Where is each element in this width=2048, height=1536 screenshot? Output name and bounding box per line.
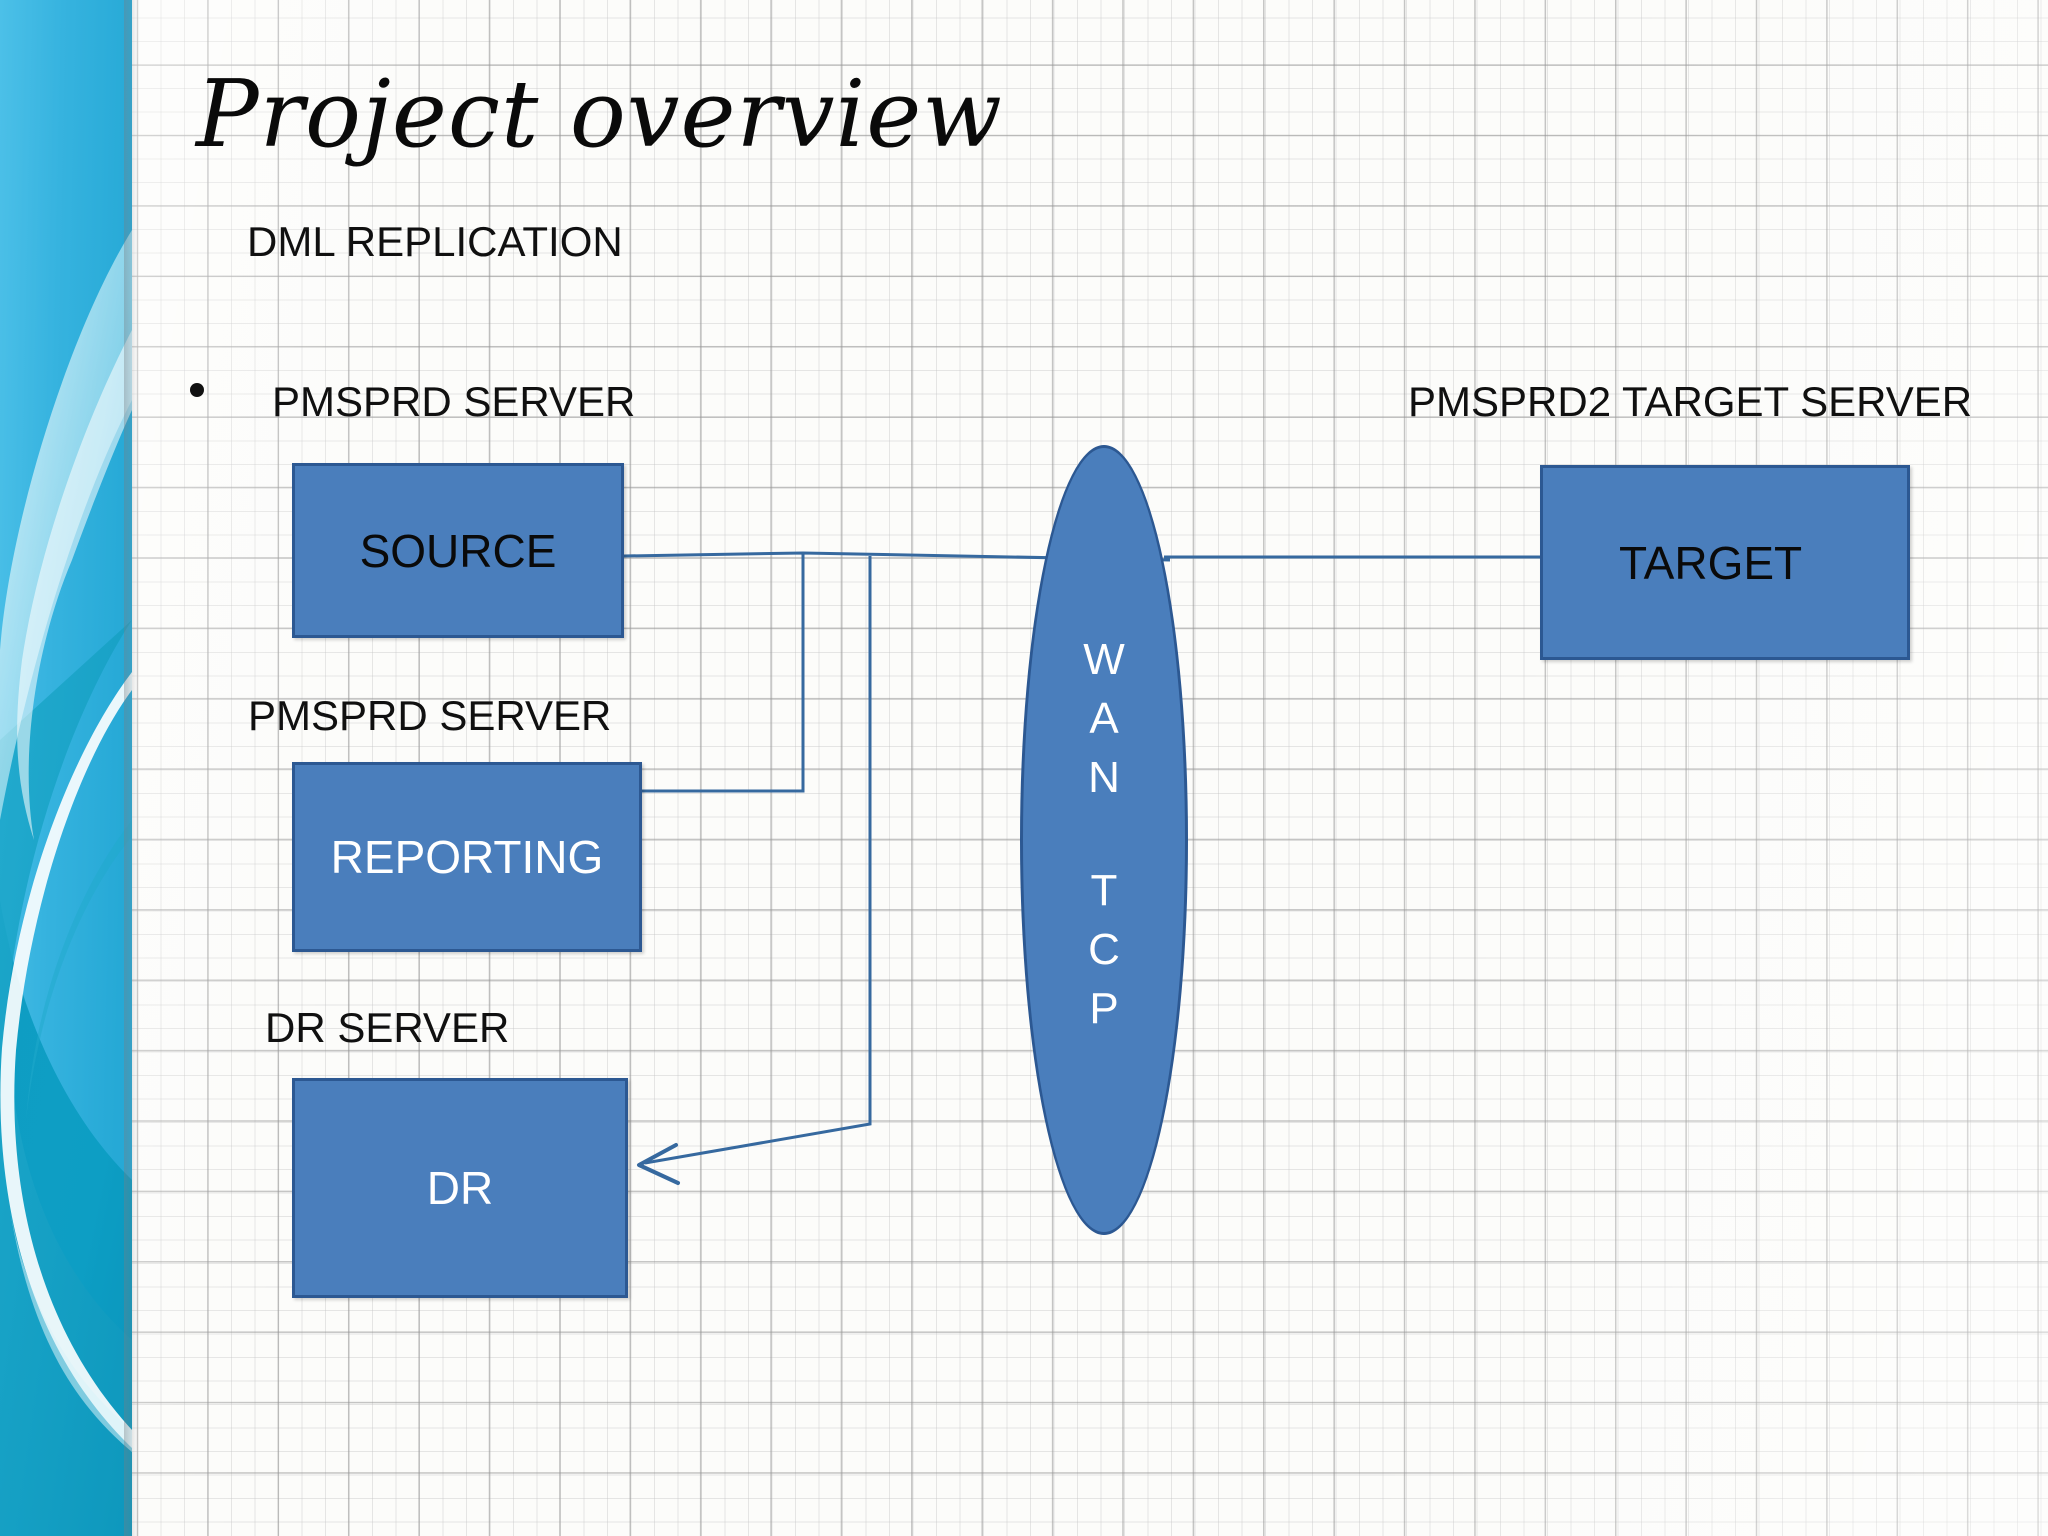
label-target-server: PMSPRD2 TARGET SERVER (1408, 378, 1973, 425)
sidebar-edge-shadow (124, 0, 138, 1536)
node-source[interactable]: SOURCE (292, 463, 624, 638)
wan-letter-5: C (1088, 924, 1120, 974)
node-wan-tcp[interactable]: W A N T C P (1020, 445, 1188, 1235)
wan-letter-6: P (1089, 983, 1119, 1033)
node-dr-label: DR (426, 1162, 494, 1214)
node-source-label: SOURCE (359, 524, 557, 577)
node-reporting[interactable]: REPORTING (292, 762, 642, 952)
bullet-item-source-server: PMSPRD SERVER (272, 378, 636, 425)
bullet-marker-icon (190, 383, 204, 397)
slide-subtitle: DML REPLICATION (247, 218, 623, 265)
theme-sidebar-graphic (0, 0, 138, 1536)
label-reporting-server: PMSPRD SERVER (248, 692, 612, 739)
node-target[interactable]: TARGET (1540, 465, 1910, 660)
wan-letter-1: W (1083, 635, 1125, 684)
wan-letter-4: T (1090, 865, 1118, 915)
wan-letter-2: A (1089, 693, 1119, 743)
node-reporting-label: REPORTING (330, 831, 604, 883)
wan-letter-3: N (1088, 752, 1120, 802)
page-title: Project overview (196, 60, 1003, 168)
node-dr[interactable]: DR (292, 1078, 628, 1298)
sidebar-swoosh-icon (0, 0, 132, 1536)
node-target-label: TARGET (1619, 536, 1803, 589)
label-dr-server: DR SERVER (265, 1004, 510, 1051)
